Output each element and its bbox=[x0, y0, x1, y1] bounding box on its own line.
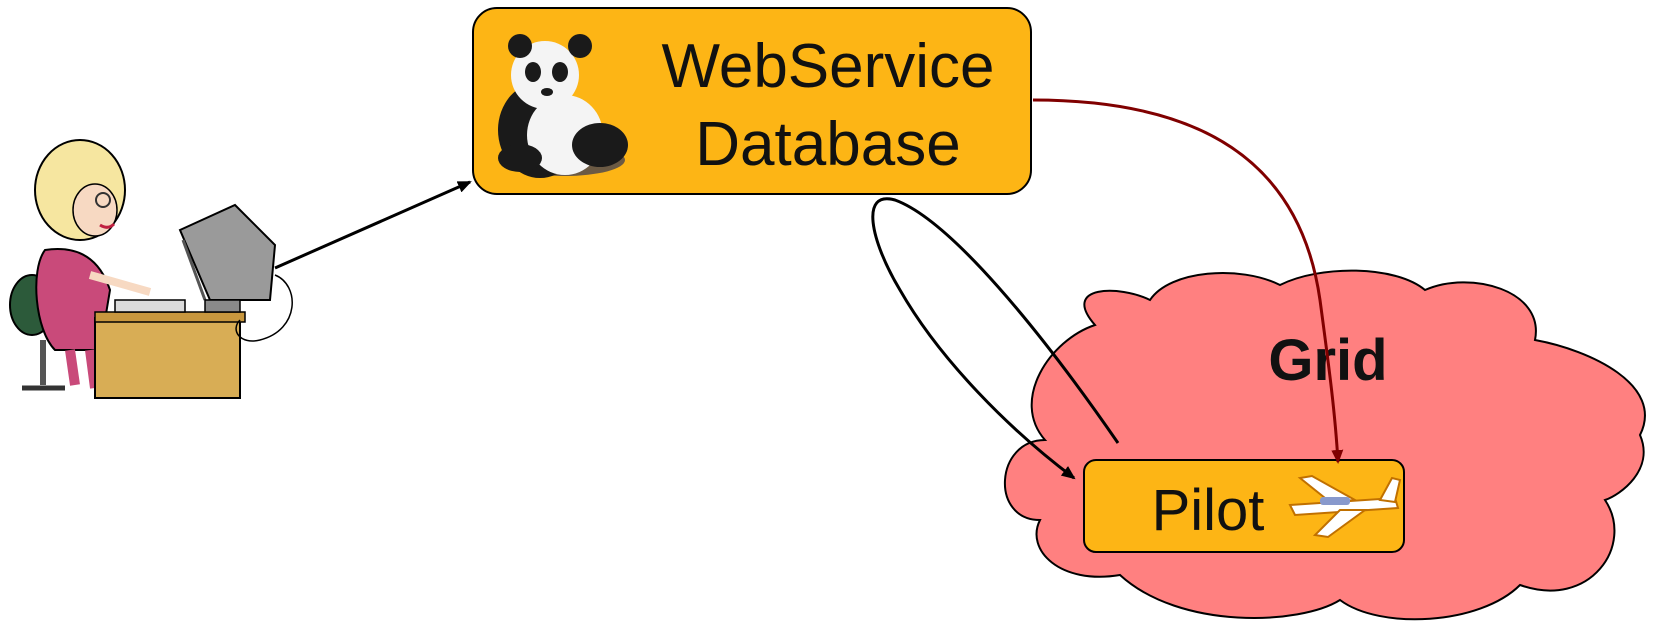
airplane-icon bbox=[1288, 474, 1402, 539]
webservice-database-box: WebService Database bbox=[472, 7, 1032, 195]
arrow-user-to-webservice bbox=[274, 180, 472, 270]
arrow-webservice-to-pilot bbox=[1032, 98, 1344, 464]
grid-cloud: Grid bbox=[1004, 269, 1646, 621]
panda-icon bbox=[498, 34, 628, 178]
user-at-computer-icon bbox=[9, 139, 293, 399]
database-label: Database bbox=[695, 110, 960, 179]
arrow-pilot-loop bbox=[871, 197, 1120, 480]
pilot-label: Pilot bbox=[1152, 478, 1265, 543]
webservice-label: WebService bbox=[661, 32, 994, 101]
arrows bbox=[274, 98, 1344, 480]
pilot-box: Pilot bbox=[1083, 459, 1405, 553]
